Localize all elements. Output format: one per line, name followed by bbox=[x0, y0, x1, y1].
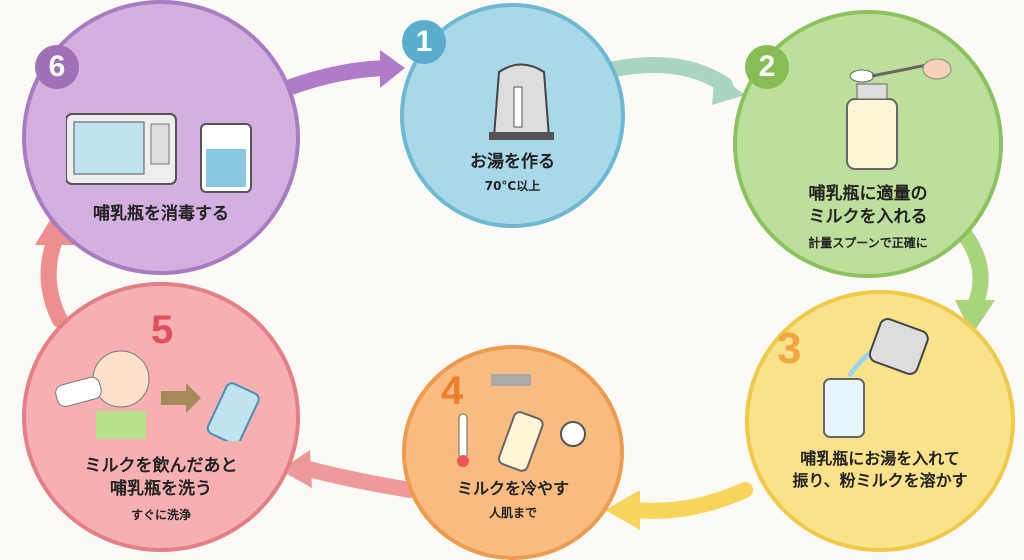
step-1-title: お湯を作る bbox=[470, 152, 555, 172]
step-6-circle: 哺乳瓶を消毒する bbox=[22, 0, 300, 275]
step-1-badge: 1 bbox=[402, 20, 446, 64]
step-5-title-line2: 哺乳瓶を洗う bbox=[110, 479, 212, 499]
step-5-title-line1: ミルクを飲んだあと bbox=[84, 456, 238, 476]
baby-drinking-and-bottle-brush-icon bbox=[55, 350, 260, 441]
arrow-5-to-6 bbox=[40, 232, 68, 328]
microwave-and-sterilizer-icon bbox=[66, 113, 252, 193]
step-3-circle: 3 哺乳瓶にお湯を入れて 振り、粉ミルクを溶かす bbox=[745, 290, 1015, 552]
step-4-number: 4 bbox=[441, 369, 464, 413]
cycle-arrows bbox=[35, 50, 995, 530]
step-5-circle: 5 ミルクを飲んだあと 哺乳瓶を洗う すぐに洗浄 bbox=[22, 282, 300, 552]
arrow-1-to-2 bbox=[602, 57, 733, 93]
bottle-and-spoon-icon bbox=[846, 58, 952, 170]
step-6-title: 哺乳瓶を消毒する bbox=[93, 204, 229, 224]
step-4-sub: 人肌まで bbox=[488, 506, 537, 520]
step-3-title-line2: 振り、粉ミルクを溶かす bbox=[792, 471, 968, 490]
step-4-title: ミルクを冷やす bbox=[456, 479, 569, 498]
arrow-3-to-4 bbox=[627, 482, 753, 519]
faucet-thermometer-bottle-watch-icon bbox=[457, 374, 586, 472]
step-5-sub: すぐに洗浄 bbox=[130, 508, 191, 522]
step-6-badge: 6 bbox=[35, 45, 79, 89]
step-1-sub: 70°C以上 bbox=[484, 179, 541, 193]
step-4-circle: 4 ミルクを冷やす 人肌まで bbox=[402, 345, 624, 560]
arrow-2-to-3 bbox=[957, 227, 989, 313]
step-3-title-line1: 哺乳瓶にお湯を入れて bbox=[800, 449, 960, 468]
step-2-title-line2: ミルクを入れる bbox=[808, 207, 928, 227]
step-5-number: 5 bbox=[151, 308, 174, 352]
step-2-badge: 2 bbox=[745, 45, 789, 89]
step-2-sub: 計量スプーンで正確に bbox=[808, 236, 928, 250]
pouring-kettle-icon bbox=[823, 318, 929, 438]
kettle-icon bbox=[489, 63, 554, 140]
step-2-title-line1: 哺乳瓶に適量の bbox=[808, 184, 928, 204]
arrow-4-to-5 bbox=[297, 460, 418, 498]
step-3-number: 3 bbox=[777, 324, 802, 373]
